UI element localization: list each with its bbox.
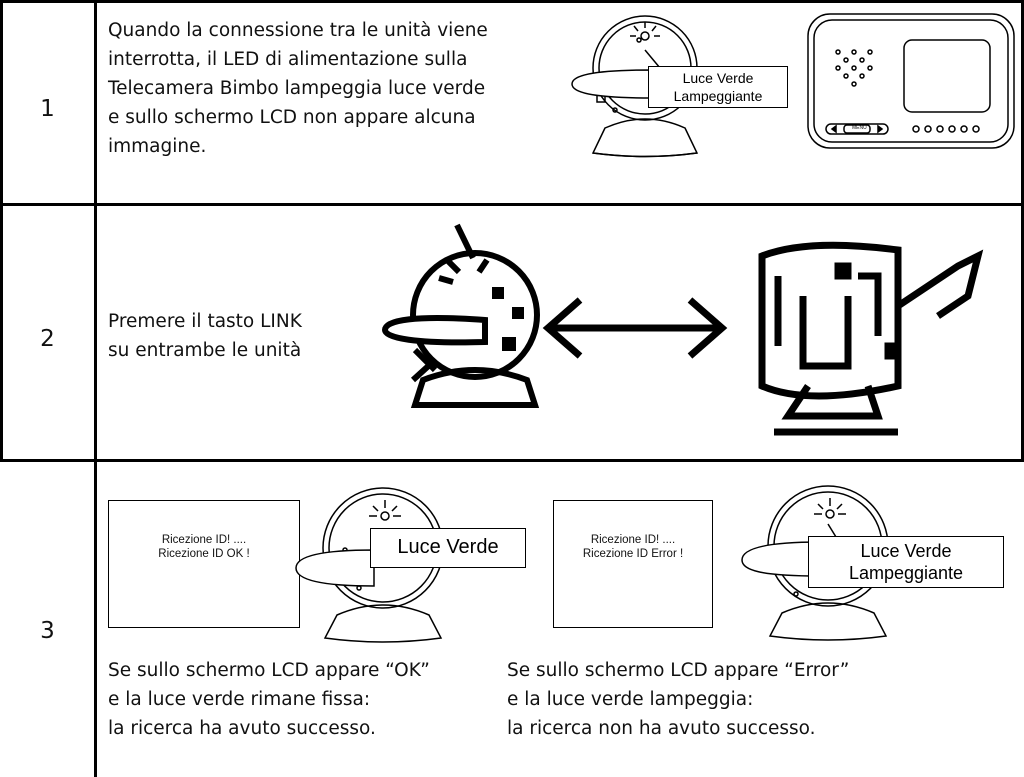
step-1-text: Quando la connessione tra le unità viene…	[108, 20, 488, 157]
table-left-border	[0, 0, 3, 460]
row-divider-2	[0, 459, 1024, 462]
lcd-screen-error: Ricezione ID! .... Ricezione ID Error !	[553, 500, 713, 628]
camera-antenna-callout-pointer	[570, 40, 770, 110]
step-number-1: 1	[40, 96, 55, 122]
baby-camera-icon	[375, 220, 550, 410]
step-number-2: 2	[40, 326, 55, 352]
table-right-border	[1021, 0, 1024, 460]
error-caption: Se sullo schermo LCD appare “Error” e la…	[507, 660, 850, 739]
step-number-3: 3	[40, 618, 55, 644]
parent-monitor-icon: MENU	[806, 12, 1018, 152]
table-top-border	[0, 0, 1024, 3]
column-divider	[94, 0, 97, 777]
parent-monitor-icon	[748, 236, 1008, 436]
ok-caption: Se sullo schermo LCD appare “OK” e la lu…	[108, 660, 430, 739]
led-callout-error: Luce Verde Lampeggiante	[808, 536, 1004, 588]
double-arrow-icon	[540, 288, 730, 368]
row-divider-1	[0, 203, 1024, 206]
monitor-menu-label: MENU	[852, 125, 867, 131]
led-callout-ok: Luce Verde	[370, 528, 526, 568]
lcd-screen-ok: Ricezione ID! .... Ricezione ID OK !	[108, 500, 300, 628]
step-2-text: Premere il tasto LINK su entrambe le uni…	[108, 311, 302, 361]
led-callout-row1: Luce Verde Lampeggiante	[648, 66, 788, 108]
